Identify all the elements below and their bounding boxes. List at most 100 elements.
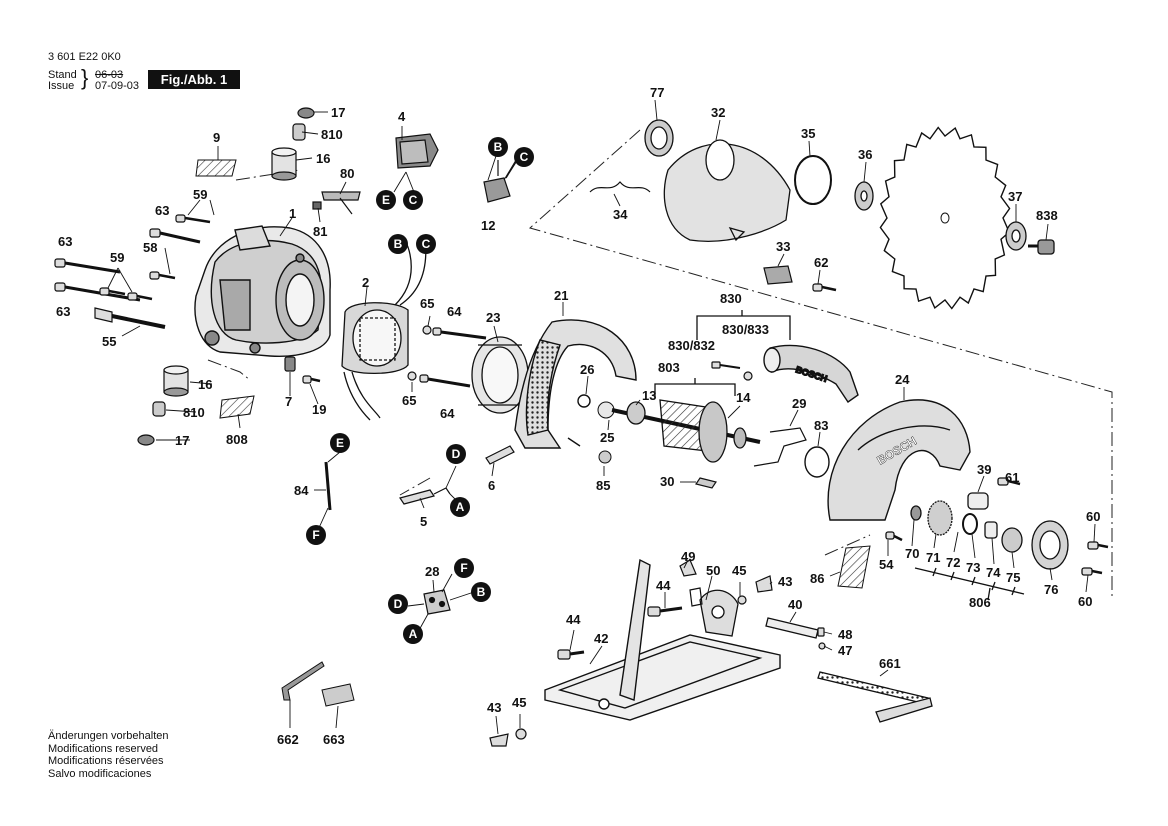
connector-b-terminal: B xyxy=(471,582,491,602)
part-label: 64 xyxy=(447,304,462,319)
part-label: 5 xyxy=(420,514,427,529)
parallel-guide-661 xyxy=(817,671,933,723)
note-en: Modifications reserved xyxy=(48,742,159,755)
part-label: 60 xyxy=(1078,594,1092,609)
part-label: 58 xyxy=(143,240,157,255)
rear-handle-21 xyxy=(514,319,637,449)
hex-key-662 xyxy=(281,661,325,701)
part-label: 28 xyxy=(425,564,439,579)
part-label: 73 xyxy=(966,560,980,575)
part-label: 830/832 xyxy=(668,338,715,353)
brush-holder-bottom xyxy=(137,365,189,446)
connector-e-wire: E xyxy=(330,433,350,453)
connector-c-switch: C xyxy=(403,190,423,210)
motor-housing xyxy=(194,225,331,358)
stand-value: 06-03 xyxy=(95,69,124,81)
issue-value: 07-09-03 xyxy=(95,80,140,92)
part-label: 16 xyxy=(316,151,330,166)
part-label: 81 xyxy=(313,224,327,239)
suppressor-12 xyxy=(483,160,517,203)
brush-holder-top xyxy=(271,107,315,181)
leader-lines xyxy=(107,99,1096,735)
switch-lever-80 xyxy=(312,191,361,215)
circlip-35 xyxy=(794,155,832,205)
part-label: 75 xyxy=(1006,570,1020,585)
screw-62 xyxy=(812,283,837,292)
part-label: 71 xyxy=(926,550,940,565)
screw-59-a xyxy=(99,287,126,296)
washer-85 xyxy=(598,450,612,464)
part-label: 810 xyxy=(183,405,205,420)
connector-f-terminal: F xyxy=(454,558,474,578)
connector-c-top: C xyxy=(514,147,534,167)
connector-d-clamp: D xyxy=(446,444,466,464)
connector-b-top: B xyxy=(488,137,508,157)
group-brackets xyxy=(654,310,1025,601)
part-label: 44 xyxy=(566,612,581,627)
part-label: 663 xyxy=(323,732,345,747)
modification-notes: Änderungen vorbehalten Modifications res… xyxy=(48,730,168,780)
part-label: 662 xyxy=(277,732,299,747)
svg-text:C: C xyxy=(422,237,431,251)
part-label: 86 xyxy=(810,571,824,586)
field-coil xyxy=(341,239,427,421)
part-label: 24 xyxy=(895,372,910,387)
connector-f-wire: F xyxy=(306,525,326,545)
part-label: 661 xyxy=(879,656,901,671)
part-label: 14 xyxy=(736,390,751,405)
screw-59-b xyxy=(127,292,153,301)
connector-e-switch: E xyxy=(376,190,396,210)
part-label: 63 xyxy=(58,234,72,249)
part-label: 85 xyxy=(596,478,610,493)
part-label: 29 xyxy=(792,396,806,411)
part-label: 50 xyxy=(706,563,720,578)
part-label: 23 xyxy=(486,310,500,325)
blade-guard-24: BOSCH xyxy=(827,399,971,521)
part-label: 43 xyxy=(487,700,501,715)
part-label: 12 xyxy=(481,218,495,233)
gear-train xyxy=(885,477,1109,576)
issue-label: Issue xyxy=(48,80,75,92)
base-screws xyxy=(489,559,826,747)
part-label: 45 xyxy=(512,695,526,710)
switch-4 xyxy=(395,133,439,169)
part-label: 63 xyxy=(155,203,169,218)
part-label: 64 xyxy=(440,406,455,421)
coil-screws xyxy=(407,325,487,388)
part-label: 74 xyxy=(986,565,1001,580)
lower-guard-32 xyxy=(663,139,791,242)
screw-30 xyxy=(695,477,717,489)
part-label: 17 xyxy=(331,105,345,120)
part-label: 2 xyxy=(362,275,369,290)
part-label: 59 xyxy=(193,187,207,202)
part-label: 47 xyxy=(838,643,852,658)
connector-a-terminal: A xyxy=(403,624,423,644)
saw-blade xyxy=(879,126,1011,310)
screw-63-top xyxy=(54,258,121,274)
part-label: 6 xyxy=(488,478,495,493)
part-labels: 17 810 16 80 81 9 59 1 63 63 59 58 63 55… xyxy=(56,85,1100,747)
screw-58 xyxy=(149,271,176,280)
screw-55 xyxy=(94,307,166,329)
svg-text:F: F xyxy=(312,528,319,542)
part-label: 9 xyxy=(213,130,220,145)
flange-36 xyxy=(854,181,874,211)
part-label: 62 xyxy=(814,255,828,270)
part-label: 63 xyxy=(56,304,70,319)
handle-screws xyxy=(711,361,753,381)
pin-6 xyxy=(485,445,515,465)
note-de: Änderungen vorbehalten xyxy=(48,730,169,742)
part-label: 32 xyxy=(711,105,725,120)
part-label: 36 xyxy=(858,147,872,162)
figure-label: Fig./Abb. 1 xyxy=(148,70,240,89)
part-label: 21 xyxy=(554,288,568,303)
svg-text:F: F xyxy=(460,561,467,575)
svg-text:A: A xyxy=(456,500,465,514)
terminal-28 xyxy=(423,589,451,615)
housing-screws xyxy=(54,214,321,384)
note-fr: Modifications réservées xyxy=(48,755,164,767)
part-label: 7 xyxy=(285,394,292,409)
part-label: 39 xyxy=(977,462,991,477)
part-label: 26 xyxy=(580,362,594,377)
